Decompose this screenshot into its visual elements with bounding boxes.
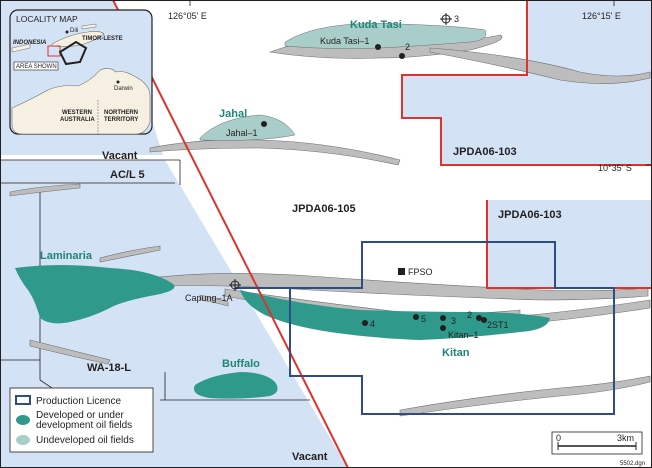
northern-label: NORTHERN <box>104 110 138 116</box>
timor-island <box>51 31 105 47</box>
laminaria-field-shape <box>15 265 175 324</box>
legend-licence-label: Production Licence <box>36 396 121 407</box>
well-kitan-2 <box>476 315 482 321</box>
legend-developed-label-2: development oil fields <box>36 420 132 431</box>
well-kitan-1 <box>440 325 446 331</box>
well-kitan-4 <box>362 320 368 326</box>
legend: Production Licence Developed or under de… <box>9 387 154 453</box>
well-kitan-2st1 <box>481 317 487 323</box>
territory-label: TERRITORY <box>104 117 138 123</box>
well-kitan-3 <box>440 315 446 321</box>
lon-east-label: 126°15' E <box>582 11 621 21</box>
inset-jpda-outline <box>58 40 88 66</box>
well-capung-1a-label: Capung–1A <box>185 293 233 303</box>
lon-west-label: 126°05' E <box>168 11 207 21</box>
dili-label: Dili <box>70 28 78 34</box>
vacant-north-label: Vacant <box>102 150 138 162</box>
well-kitan-2st1-label: 2ST1 <box>487 320 509 330</box>
figure-reference: 5502.dgn <box>620 461 645 467</box>
block-jpda06-105-label: JPDA06-105 <box>292 203 356 215</box>
legend-licence-swatch <box>15 395 31 405</box>
well-jahal-1 <box>261 121 267 127</box>
dry-well-capung-1a <box>229 279 241 291</box>
field-jahal-label: Jahal <box>219 108 247 120</box>
fpso-icon <box>398 268 405 275</box>
area-shown-label: AREA SHOWN <box>16 64 57 70</box>
well-kuda-tasi-1-label: Kuda Tasi–1 <box>320 36 369 46</box>
australia-coast <box>11 68 151 135</box>
legend-undeveloped-swatch <box>16 435 30 445</box>
block-acl5-label: AC/L 5 <box>110 169 145 181</box>
well-kitan-5-label: 5 <box>421 314 426 324</box>
scale-bar: 0 3km <box>551 431 643 455</box>
field-kuda-tasi-label: Kuda Tasi <box>350 19 402 31</box>
western-label: WESTERN <box>62 110 92 116</box>
well-kitan-3-label: 3 <box>451 316 456 326</box>
field-kitan-label: Kitan <box>442 347 470 359</box>
islands-north <box>11 23 97 53</box>
well-kitan-2-label: 2 <box>467 310 472 320</box>
dry-well-kuda-tasi-3 <box>440 13 452 25</box>
lat-label: 10°35' S <box>598 163 632 173</box>
well-kitan-1-label: Kitan–1 <box>448 330 479 340</box>
buffalo-field-shape <box>194 372 278 399</box>
area-shown-key-box <box>13 61 59 71</box>
block-jpda06-103-south-label: JPDA06-103 <box>498 209 562 221</box>
timor-leste-label: TIMOR-LESTE <box>82 36 123 42</box>
block-wa18l-label: WA-18-L <box>87 362 131 374</box>
production-licence-kitan <box>235 241 615 415</box>
well-kuda-tasi-2-label: 2 <box>405 42 410 52</box>
scale-end-label: 3km <box>617 433 634 443</box>
well-jahal-1-label: Jahal–1 <box>226 128 258 138</box>
legend-developed-swatch <box>16 415 30 425</box>
block-jpda06-103-north-label: JPDA06-103 <box>453 146 517 158</box>
locality-map-inset: LOCALITY MAP INDONESIA Dili TIMOR-LESTE … <box>9 9 153 135</box>
jahal-field-shape <box>199 114 296 141</box>
well-kuda-tasi-1 <box>375 44 381 50</box>
kitan-field-shape <box>240 290 550 340</box>
kuda-tasi-field-shape <box>284 23 487 49</box>
well-kuda-tasi-3-label: 3 <box>454 14 459 24</box>
indonesia-label: INDONESIA <box>13 40 46 46</box>
fpso-label: FPSO <box>408 267 433 277</box>
legend-undeveloped-label: Undeveloped oil fields <box>36 435 134 446</box>
offshore-area-north-east <box>402 0 652 165</box>
vacant-south-label: Vacant <box>292 451 328 463</box>
wells <box>261 44 487 331</box>
well-kitan-4-label: 4 <box>370 319 375 329</box>
australia-label: AUSTRALIA <box>60 117 95 123</box>
well-kitan-5 <box>413 314 419 320</box>
legend-developed-label-1: Developed or under <box>36 410 125 421</box>
darwin-label: Darwin <box>114 86 133 92</box>
offshore-area-east <box>487 200 652 288</box>
scale-start-label: 0 <box>556 433 561 443</box>
field-buffalo-label: Buffalo <box>222 358 260 370</box>
locality-map-title: LOCALITY MAP <box>16 14 78 24</box>
well-kuda-tasi-2 <box>399 53 405 59</box>
field-laminaria-label: Laminaria <box>40 250 93 262</box>
